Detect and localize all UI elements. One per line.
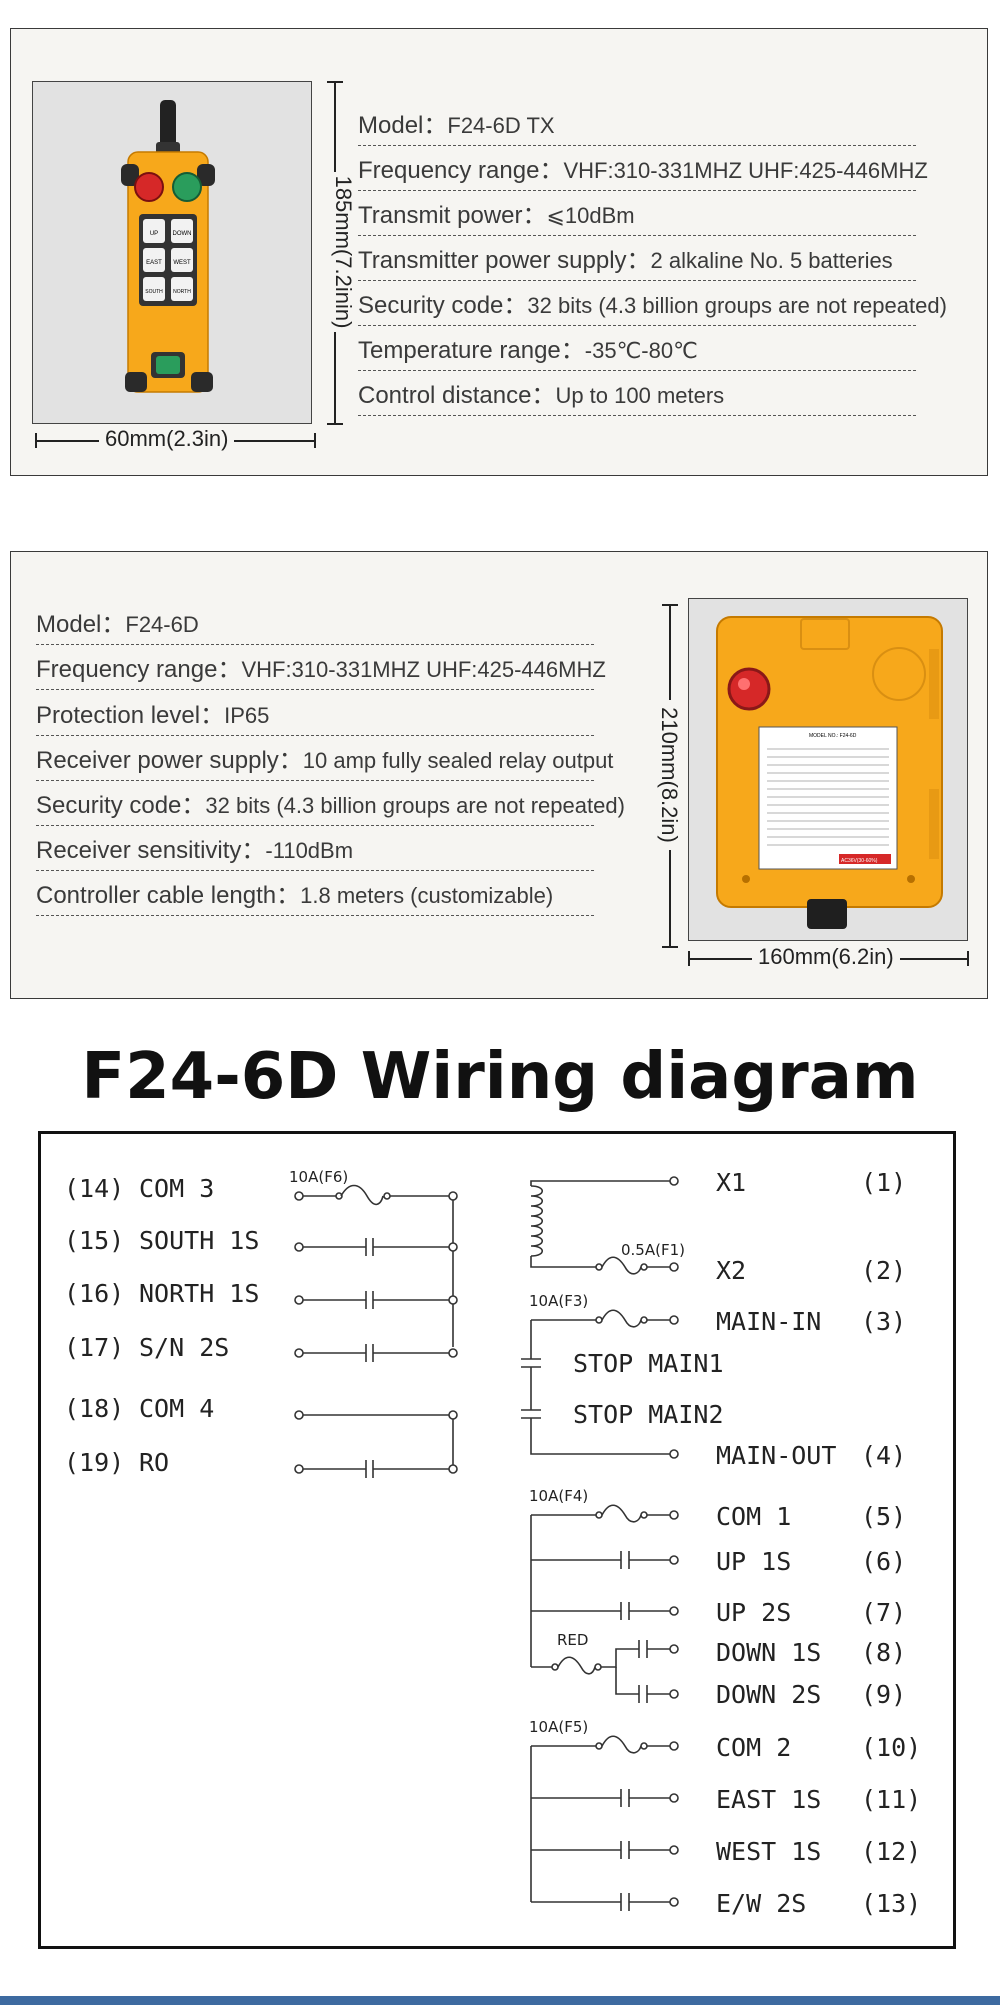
spec-temperature: Temperature range：-35℃-80℃ <box>358 330 916 371</box>
spec-control-distance: Control distance：Up to 100 meters <box>358 375 916 416</box>
term-num-3: (3) <box>861 1307 906 1336</box>
left-term-com4: COM 4 <box>139 1394 214 1423</box>
btn-down-label: DOWN <box>173 231 192 237</box>
rx-spec-cable-length: Controller cable length：1.8 meters (cust… <box>36 875 594 916</box>
receiver-height-dim: 210mm(8.2in) <box>656 700 682 850</box>
btn-east-label: EAST <box>146 260 162 266</box>
stop-main2-label: STOP MAIN2 <box>573 1400 724 1429</box>
rx-label-model: MODEL NO.: F24-6D <box>809 733 857 739</box>
rx-spec-model: Model：F24-6D <box>36 604 594 645</box>
term-west1s: WEST 1S <box>716 1837 821 1866</box>
com1-circuit: 10A(F4) RED <box>529 1487 679 1703</box>
stop-main1-label: STOP MAIN1 <box>573 1349 724 1378</box>
term-main-in: MAIN-IN <box>716 1307 821 1336</box>
receiver-panel: Model：F24-6D Frequency range：VHF:310-331… <box>10 551 988 999</box>
receiver-photo: MODEL NO.: F24-6D AC36V(30-60%) <box>688 598 968 941</box>
receiver-image: MODEL NO.: F24-6D AC36V(30-60%) <box>716 616 943 929</box>
transmitter-width-dim: 60mm(2.3in) <box>99 426 235 452</box>
term-x2: X2 <box>716 1256 746 1285</box>
wiring-diagram: (14) COM 3 (15) SOUTH 1S (16) NORTH 1S (… <box>38 1131 956 1949</box>
term-x1: X1 <box>716 1168 746 1197</box>
left-term-num-15: (15) <box>64 1226 124 1255</box>
term-num-10: (10) <box>861 1733 921 1762</box>
bottom-accent-bar <box>0 1996 1000 2005</box>
left-term-num-16: (16) <box>64 1279 124 1308</box>
btn-up-label: UP <box>150 231 158 237</box>
wiring-diagram-title: F24-6D Wiring diagram <box>81 1040 919 1114</box>
term-main-out: MAIN-OUT <box>716 1441 836 1470</box>
left-term-north1s: NORTH 1S <box>139 1279 259 1308</box>
spec-transmit-power: Transmit power：⩽10dBm <box>358 195 916 236</box>
term-num-2: (2) <box>861 1256 906 1285</box>
term-num-5: (5) <box>861 1502 906 1531</box>
term-num-11: (11) <box>861 1785 921 1814</box>
fuse-f6-label: 10A(F6) <box>289 1168 348 1186</box>
transformer-circuit: 0.5A(F1) <box>530 1176 685 1275</box>
term-up2s: UP 2S <box>716 1598 791 1627</box>
left-circuit-1 <box>294 1184 458 1362</box>
term-num-4: (4) <box>861 1441 906 1470</box>
term-com2: COM 2 <box>716 1733 791 1762</box>
spec-security-code: Security code：32 bits (4.3 billion group… <box>358 285 947 326</box>
rx-spec-frequency: Frequency range：VHF:310-331MHZ UHF:425-4… <box>36 649 606 690</box>
term-east1s: EAST 1S <box>716 1785 821 1814</box>
left-term-num-17: (17) <box>64 1333 124 1362</box>
spec-frequency: Frequency range：VHF:310-331MHZ UHF:425-4… <box>358 150 928 191</box>
left-term-com3: COM 3 <box>139 1174 214 1203</box>
term-num-9: (9) <box>861 1680 906 1709</box>
left-term-num-19: (19) <box>64 1448 124 1477</box>
rx-spec-sensitivity: Receiver sensitivity：-110dBm <box>36 830 594 871</box>
fuse-f5-label: 10A(F5) <box>529 1718 588 1736</box>
transmitter-image: UP DOWN EAST WEST SOUTH NORTH <box>121 100 215 393</box>
transmitter-panel: UP DOWN EAST WEST SOUTH NORTH 185mm(7.2i… <box>10 28 988 476</box>
btn-south-label: SOUTH <box>145 289 163 295</box>
fuse-f4-label: 10A(F4) <box>529 1487 588 1505</box>
term-num-7: (7) <box>861 1598 906 1627</box>
receiver-width-dim: 160mm(6.2in) <box>752 944 900 970</box>
red-label: RED <box>557 1631 588 1649</box>
left-term-sn2s: S/N 2S <box>139 1333 229 1362</box>
com2-circuit: 10A(F5) <box>529 1718 679 1911</box>
term-up1s: UP 1S <box>716 1547 791 1576</box>
rx-label-voltage: AC36V(30-60%) <box>841 858 878 864</box>
left-term-num-18: (18) <box>64 1394 124 1423</box>
btn-north-label: NORTH <box>173 289 191 295</box>
term-num-6: (6) <box>861 1547 906 1576</box>
left-term-ro: RO <box>139 1448 169 1477</box>
rx-spec-protection: Protection level：IP65 <box>36 695 594 736</box>
transmitter-photo: UP DOWN EAST WEST SOUTH NORTH <box>32 81 312 424</box>
rx-spec-security-code: Security code：32 bits (4.3 billion group… <box>36 785 625 826</box>
term-com1: COM 1 <box>716 1502 791 1531</box>
term-down2s: DOWN 2S <box>716 1680 821 1709</box>
spec-model: Model：F24-6D TX <box>358 105 916 146</box>
left-term-num-14: (14) <box>64 1174 124 1203</box>
main-circuit: 10A(F3) STOP MAIN1 STOP MAIN2 <box>521 1292 724 1459</box>
left-term-south1s: SOUTH 1S <box>139 1226 259 1255</box>
term-down1s: DOWN 1S <box>716 1638 821 1667</box>
term-num-12: (12) <box>861 1837 921 1866</box>
transmitter-height-dim: 185mm(7.2inin) <box>330 172 356 332</box>
left-circuit-2 <box>294 1410 458 1478</box>
term-num-8: (8) <box>861 1638 906 1667</box>
term-num-1: (1) <box>861 1168 906 1197</box>
fuse-f1-label: 0.5A(F1) <box>621 1241 685 1259</box>
rx-spec-power-supply: Receiver power supply：10 amp fully seale… <box>36 740 613 781</box>
btn-west-label: WEST <box>173 260 191 266</box>
wiring-diagram-svg: (14) COM 3 (15) SOUTH 1S (16) NORTH 1S (… <box>64 1168 921 1918</box>
fuse-f3-label: 10A(F3) <box>529 1292 588 1310</box>
spec-power-supply: Transmitter power supply：2 alkaline No. … <box>358 240 916 281</box>
term-num-13: (13) <box>861 1889 921 1918</box>
term-ew2s: E/W 2S <box>716 1889 806 1918</box>
